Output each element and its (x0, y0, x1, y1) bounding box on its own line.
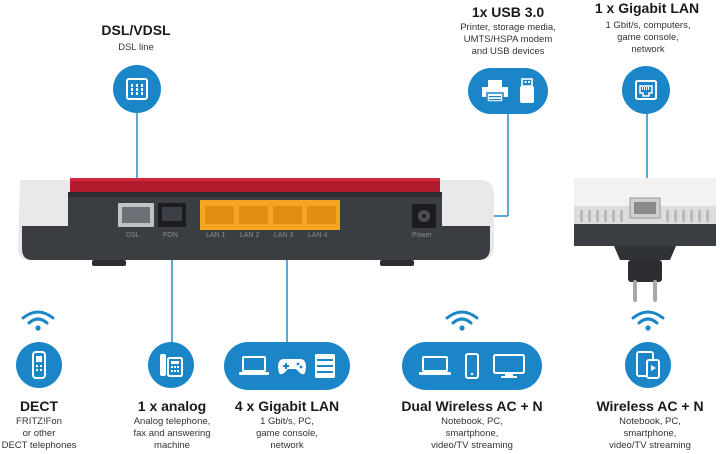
port-label-power: Power (412, 232, 432, 239)
repeater-device (574, 178, 716, 302)
dsl-port-icon (126, 78, 148, 100)
wifi-ac-wifi-icon (631, 310, 665, 331)
lan4-desc: 1 Gbit/s, PC, game console, network (256, 416, 318, 451)
wifi-ac-title: Wireless AC + N (596, 398, 704, 414)
usb-stick-icon (519, 78, 534, 103)
dect-wifi-icon (21, 310, 55, 331)
port-label-dsl: DSL (126, 232, 140, 239)
network-switch-icon (315, 354, 336, 378)
tablet-phone-icon (636, 351, 660, 379)
lan4-title: 4 x Gigabit LAN (234, 398, 340, 414)
usb-desc: Printer, storage media, UMTS/HSPA modem … (460, 22, 556, 57)
port-label-fon: FON (163, 232, 178, 239)
analog-icon-circle (148, 342, 194, 388)
analog-connector-line (171, 248, 173, 343)
gamepad-icon (277, 359, 306, 375)
smartphone-icon (465, 353, 479, 379)
usb-connector-line-v (507, 112, 509, 216)
dual-wifi-title: Dual Wireless AC + N (401, 398, 543, 414)
monitor-icon (493, 354, 525, 378)
lan4-icon-pill (224, 342, 350, 390)
dsl-icon-circle (113, 65, 161, 113)
dect-title: DECT (19, 398, 59, 414)
cordless-phone-icon (32, 351, 46, 379)
dsl-title: DSL/VDSL (101, 22, 171, 38)
wifi-ac-icon-circle (625, 342, 671, 388)
router-device (18, 178, 494, 266)
usb-connector-line-h (486, 215, 508, 217)
port-label-lan4: LAN 4 (308, 232, 328, 239)
ethernet-port-icon (635, 80, 657, 100)
port-label-lan2: LAN 2 (240, 232, 260, 239)
laptop-icon (238, 356, 269, 375)
wifi-ac-desc: Notebook, PC, smartphone, video/TV strea… (609, 416, 691, 451)
port-label-lan3: LAN 3 (274, 232, 294, 239)
port-label-lan1: LAN 1 (206, 232, 226, 239)
dual-wifi-desc: Notebook, PC, smartphone, video/TV strea… (431, 416, 513, 451)
analog-title: 1 x analog (137, 398, 207, 414)
lan-top-desc: 1 Gbit/s, computers, game console, netwo… (605, 20, 691, 55)
usb-icon-pill (468, 68, 548, 114)
dect-icon-circle (16, 342, 62, 388)
analog-desc: Analog telephone, fax and answering mach… (133, 416, 211, 451)
dsl-desc: DSL line (118, 42, 154, 53)
laptop-icon (419, 356, 451, 375)
usb-title: 1x USB 3.0 (471, 4, 545, 20)
dual-wifi-icon-pill (402, 342, 542, 390)
lan4-connector-line (286, 240, 288, 342)
printer-icon (481, 80, 508, 103)
lan-top-icon-circle (622, 66, 670, 114)
dect-desc: FRITZ!Fon or other DECT telephones (1, 416, 77, 451)
lan-top-connector-line (646, 112, 648, 200)
desk-phone-icon (160, 354, 183, 377)
dsl-connector-line (136, 110, 138, 202)
dual-wifi-icon (445, 310, 479, 331)
lan-top-title: 1 x Gigabit LAN (594, 0, 700, 16)
